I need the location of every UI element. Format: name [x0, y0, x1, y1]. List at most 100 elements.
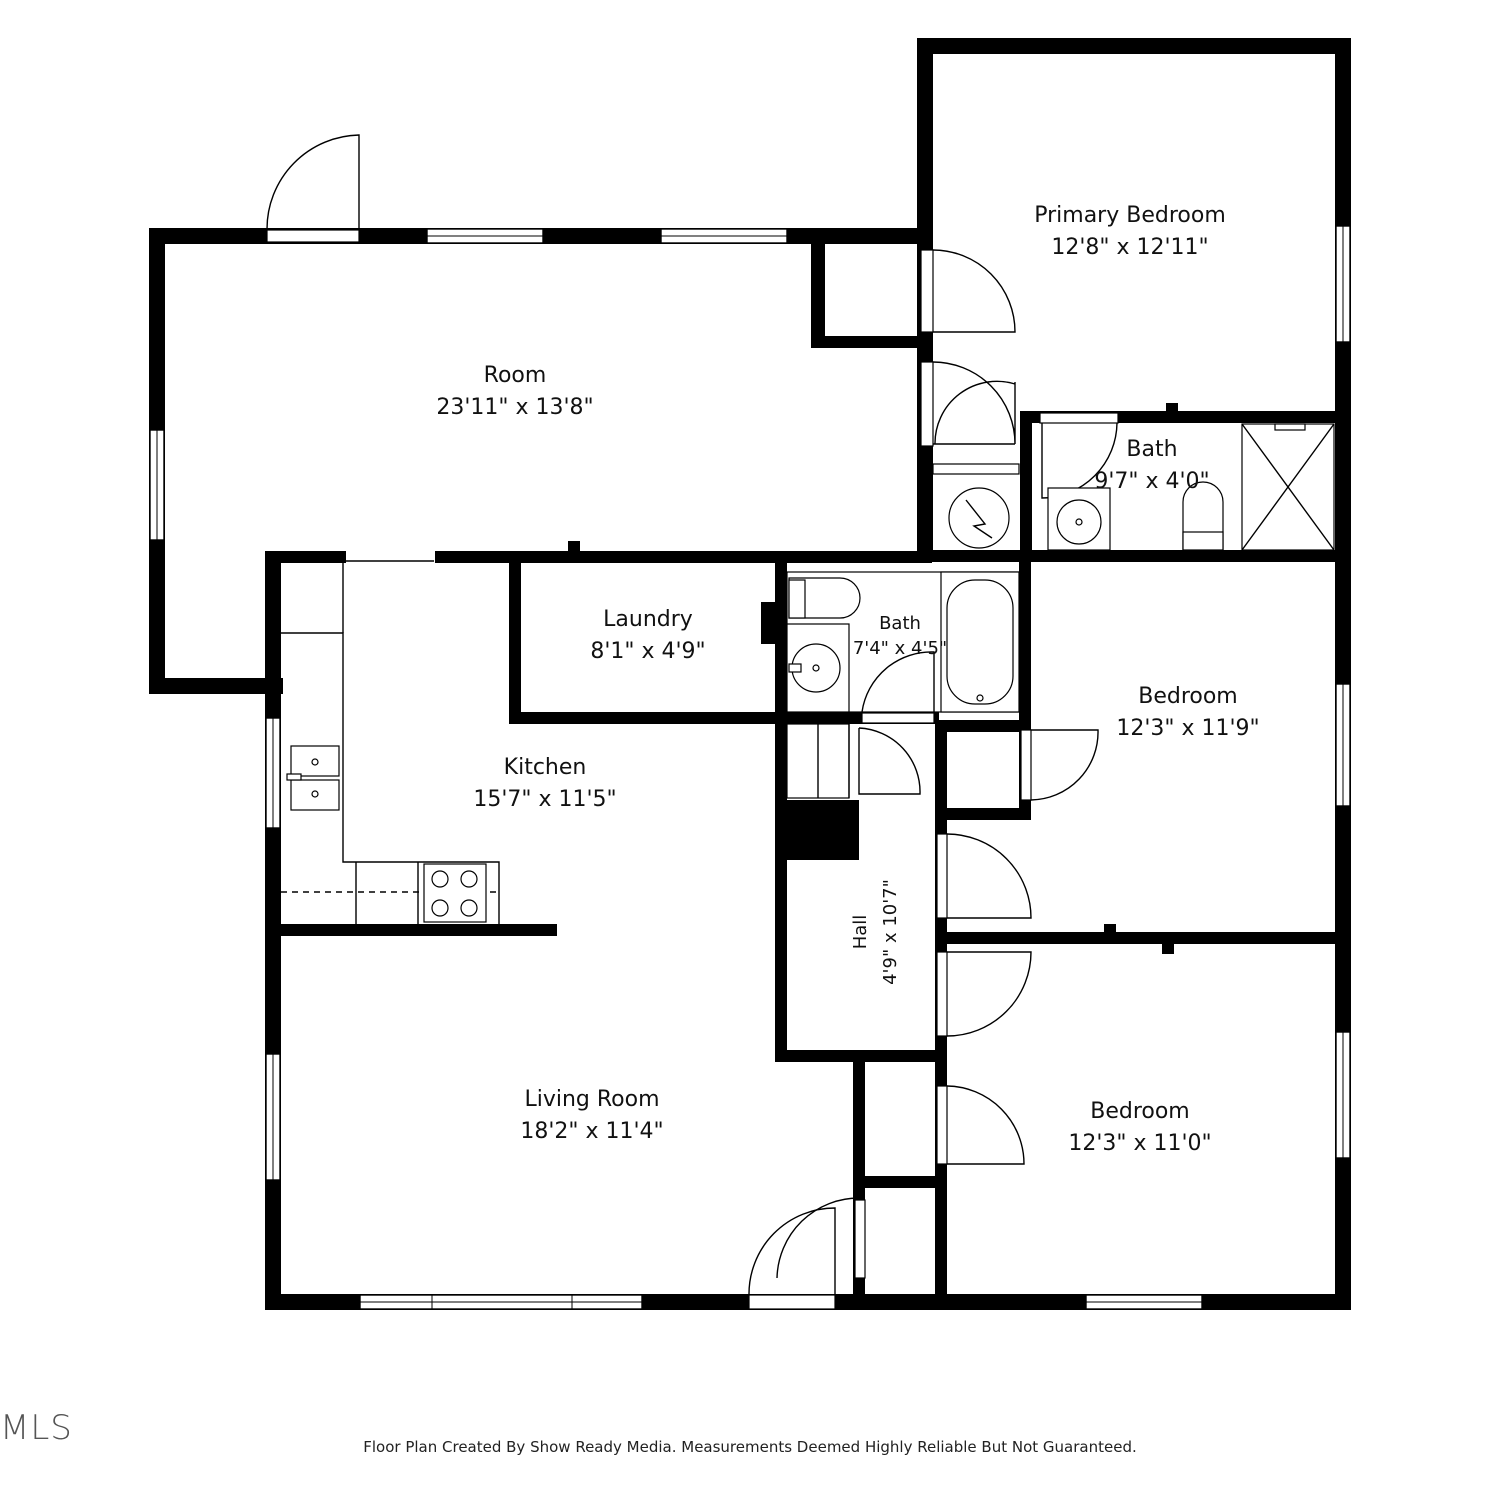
wall-primary-top — [917, 38, 1351, 54]
primary-bath-name: Bath — [1126, 437, 1177, 462]
kitchen-size: 15'7" x 11'5" — [473, 787, 616, 812]
room-name: Room — [484, 363, 547, 388]
window — [149, 429, 165, 541]
door-swing — [932, 361, 1016, 445]
door-swing — [946, 951, 1032, 1037]
laundry-name: Laundry — [603, 607, 693, 632]
drain-icon — [976, 694, 984, 702]
shower-head-icon — [1274, 423, 1306, 431]
door-opening — [748, 1294, 836, 1310]
door-opening — [1039, 412, 1119, 424]
bedroom-3-name: Bedroom — [1090, 1099, 1190, 1124]
primary-bath-size: 9'7" x 4'0" — [1094, 469, 1209, 494]
wall-room-bottom — [435, 551, 932, 563]
door-swing — [858, 727, 921, 795]
bedroom-2-size: 12'3" x 11'9" — [1116, 716, 1259, 741]
wall-primary-right — [1335, 38, 1351, 1310]
burner-icon — [460, 870, 478, 888]
wall-peg — [1162, 942, 1174, 954]
doors — [266, 134, 1119, 1310]
closet-shelf — [932, 463, 1020, 475]
water-heater-icon — [965, 499, 993, 539]
drain-icon — [311, 790, 319, 798]
primary-bedroom-size: 12'8" x 12'11" — [1051, 235, 1208, 260]
window — [359, 1294, 643, 1310]
room-labels: Room 23'11" x 13'8" Primary Bedroom 12'8… — [436, 203, 1259, 1156]
door-opening — [936, 833, 948, 919]
door-swing — [946, 1085, 1025, 1165]
burner-icon — [460, 899, 478, 917]
hall-label: Hall 4'9" x 10'7" — [850, 879, 901, 985]
wall-closet-bottom — [811, 336, 931, 348]
kitchen-name: Kitchen — [504, 755, 587, 780]
wall-laundry-bottom — [509, 712, 939, 724]
faucet-icon — [286, 773, 302, 781]
mls-logo-icon: MLS — [0, 1408, 73, 1448]
window — [660, 228, 788, 244]
windows — [149, 225, 1351, 1310]
wall-entry-closet-mid — [853, 1176, 943, 1188]
hall-name: Hall — [850, 915, 871, 950]
wall-room-bottom-left-stub — [270, 551, 346, 563]
wall-closet2-bottom — [935, 808, 1031, 820]
window — [265, 717, 281, 829]
window — [1335, 1031, 1351, 1159]
door-swing — [748, 1207, 836, 1296]
wall-room-bottom-left — [149, 678, 283, 694]
door-opening — [920, 249, 934, 333]
faucet-icon — [788, 663, 802, 673]
door-opening — [854, 1199, 866, 1279]
primary-bedroom-name: Primary Bedroom — [1034, 203, 1226, 228]
room-size: 23'11" x 13'8" — [436, 395, 593, 420]
laundry-size: 8'1" x 4'9" — [590, 639, 705, 664]
toilet-icon — [788, 577, 861, 619]
burner-icon — [431, 870, 449, 888]
window — [265, 1053, 281, 1181]
hall-bath-name: Bath — [879, 613, 921, 634]
bedroom-3-size: 12'3" x 11'0" — [1068, 1131, 1211, 1156]
wall-laundry-right — [775, 560, 787, 1060]
wall-peg — [1166, 403, 1178, 415]
window — [1335, 225, 1351, 343]
wall-peg — [568, 541, 580, 553]
door-swing — [946, 833, 1032, 919]
wall-linen-block — [787, 800, 859, 860]
living-room-size: 18'2" x 11'4" — [520, 1119, 663, 1144]
fixtures — [281, 423, 1335, 1046]
wall-peg — [761, 602, 775, 644]
wall-bath1-left — [1020, 411, 1032, 561]
wall-closet2-top — [935, 720, 1031, 732]
wall-bed2-bottom — [935, 932, 1345, 944]
drain-icon — [311, 758, 319, 766]
window — [426, 228, 544, 244]
wall-closet-left — [811, 236, 825, 348]
bedroom-2-name: Bedroom — [1138, 684, 1238, 709]
kitchen-counter — [281, 632, 500, 924]
door-opening — [936, 951, 948, 1037]
burner-icon — [431, 899, 449, 917]
door-opening — [920, 361, 934, 447]
wall-hall-bottom — [775, 1050, 945, 1062]
door-opening — [936, 1085, 948, 1165]
water-heater-icon — [948, 487, 1010, 549]
living-room-name: Living Room — [524, 1087, 659, 1112]
door-opening — [861, 712, 935, 724]
window — [1085, 1294, 1203, 1310]
wall-kitchen-left — [265, 551, 281, 1310]
drain-icon — [1075, 518, 1083, 526]
door-swing — [932, 249, 1016, 333]
door-swing — [861, 651, 935, 713]
wall-peg — [1104, 924, 1116, 936]
toilet-tank-icon — [1182, 531, 1224, 551]
window — [1335, 683, 1351, 807]
hall-size: 4'9" x 10'7" — [880, 879, 901, 985]
toilet-tank-icon — [788, 579, 806, 619]
footer-disclaimer: Floor Plan Created By Show Ready Media. … — [363, 1438, 1137, 1456]
door-swing — [266, 134, 360, 230]
drain-icon — [812, 664, 820, 672]
door-swing — [1030, 729, 1099, 801]
door-swing — [776, 1197, 860, 1279]
bathtub-icon — [946, 579, 1014, 705]
wall-bath1-bottom — [925, 550, 1345, 562]
